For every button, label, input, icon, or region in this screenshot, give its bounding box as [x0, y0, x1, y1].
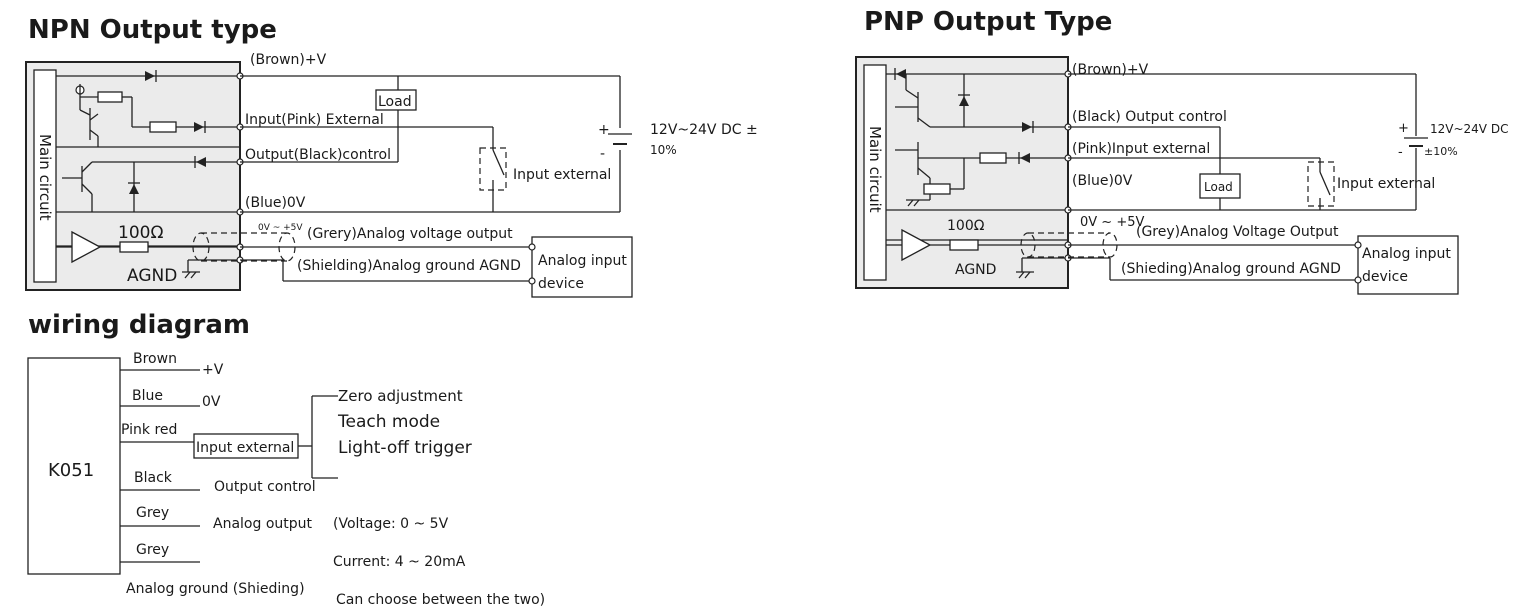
wiring-mode-zero: Zero adjustment	[338, 387, 463, 405]
pnp-shield-label: (Shieding)Analog ground AGND	[1121, 261, 1341, 277]
pnp-supply-label-1: 12V~24V DC	[1430, 122, 1508, 136]
npn-supply-minus: -	[600, 146, 605, 162]
pnp-sensor-body	[855, 56, 1069, 289]
npn-shield-label: (Shielding)Analog ground AGND	[297, 258, 521, 274]
pnp-grey-label: (Grey)Analog Voltage Output	[1136, 224, 1339, 240]
npn-title: NPN Output type	[28, 15, 277, 45]
pnp-agnd-label: AGND	[955, 262, 996, 278]
npn-transistor-input	[75, 84, 240, 147]
npn-resistor-label: 100Ω	[118, 223, 163, 243]
pnp-switch-blade	[1319, 171, 1331, 196]
npn-device-label-1: Analog input	[538, 253, 627, 269]
npn-transistor-output	[62, 156, 240, 212]
pnp-analog-amplifier: 100Ω AGND	[886, 218, 1068, 279]
pnp-main-circuit-bar	[863, 64, 887, 281]
wiring-section: wiring diagram K051 Brown Blue Pink red …	[27, 310, 545, 608]
pnp-transistor-input	[895, 142, 1068, 207]
pnp-range-label: 0V ~ +5V	[1080, 215, 1144, 230]
npn-grey-label: (Grery)Analog voltage output	[307, 226, 513, 242]
wiring-wire-grey-2: Grey	[136, 542, 169, 558]
npn-blue-label: (Blue)0V	[245, 195, 306, 211]
pnp-brown-label: (Brown)+V	[1072, 62, 1149, 78]
wiring-choose: Can choose between the two)	[336, 592, 545, 608]
wiring-voltage: (Voltage: 0 ~ 5V	[333, 516, 449, 532]
pnp-device-label-1: Analog input	[1362, 246, 1451, 262]
pnp-load-box	[1199, 173, 1241, 199]
npn-brown-label: (Brown)+V	[250, 52, 327, 68]
pnp-transistor-output	[895, 74, 1068, 133]
npn-section: NPN Output type Main circuit	[25, 15, 758, 298]
wiring-mode-lightoff: Light-off trigger	[338, 438, 472, 458]
pnp-supply-minus: -	[1398, 145, 1403, 160]
npn-supply-plus: +	[598, 122, 610, 138]
wiring-wire-grey-1: Grey	[136, 505, 169, 521]
pnp-supply-label-2: ±10%	[1424, 145, 1458, 158]
pnp-analog-device	[1357, 235, 1459, 295]
wiring-plus-v: +V	[202, 362, 224, 378]
npn-switch-label: Input external	[513, 167, 611, 183]
npn-range-label: 0V ~ +5V	[258, 223, 303, 233]
npn-main-circuit-bar	[33, 69, 57, 283]
npn-switch-blade	[492, 149, 505, 176]
wiring-output-control: Output control	[214, 479, 316, 495]
wiring-wire-pink: Pink red	[121, 422, 177, 438]
pnp-resistor-label: 100Ω	[947, 218, 985, 234]
npn-black-label: Output(Black)control	[245, 147, 391, 163]
wiring-zero-v: 0V	[202, 394, 221, 410]
npn-analog-device	[531, 236, 633, 298]
wiring-ground: Analog ground (Shieding)	[126, 581, 305, 597]
pnp-pink-label: (Pink)Input external	[1072, 141, 1210, 157]
pnp-supply-plus: +	[1398, 121, 1409, 136]
wiring-input-external: Input external	[196, 440, 294, 456]
npn-supply-label-1: 12V~24V DC ±	[650, 122, 758, 138]
pnp-section: PNP Output Type Main circuit	[855, 7, 1508, 295]
npn-load-label: Load	[378, 94, 412, 110]
npn-pink-label: Input(Pink) External	[245, 112, 384, 128]
pnp-switch-frame	[1307, 161, 1335, 207]
wiring-mode-teach: Teach mode	[337, 412, 440, 432]
wiring-current: Current: 4 ~ 20mA	[333, 554, 466, 570]
npn-analog-amplifier: 100Ω AGND	[56, 223, 240, 286]
npn-diode-brown	[145, 70, 157, 82]
wiring-title: wiring diagram	[28, 310, 250, 340]
npn-agnd-label: AGND	[127, 266, 177, 286]
wiring-model-label: K051	[48, 460, 94, 481]
npn-main-circuit-label: Main circuit	[36, 134, 54, 221]
npn-sensor-body	[25, 61, 241, 291]
wiring-wire-brown: Brown	[133, 351, 177, 367]
npn-supply-label-2: 10%	[650, 143, 677, 157]
pnp-device-label-2: device	[1362, 269, 1408, 285]
pnp-blue-label: (Blue)0V	[1072, 173, 1133, 189]
pnp-main-circuit-label: Main circuit	[866, 126, 884, 213]
wiring-wire-black: Black	[134, 470, 173, 486]
pnp-load-label: Load	[1204, 180, 1233, 194]
pnp-black-label: (Black) Output control	[1072, 109, 1227, 125]
pnp-title: PNP Output Type	[864, 7, 1112, 37]
wiring-wire-blue: Blue	[132, 388, 163, 404]
npn-switch-frame	[479, 147, 507, 191]
wiring-device-box	[27, 357, 121, 575]
npn-device-label-2: device	[538, 276, 584, 292]
wiring-input-external-box	[193, 433, 299, 459]
npn-load-box	[375, 89, 417, 111]
pnp-switch-label: Input external	[1337, 176, 1435, 192]
wiring-analog-output: Analog output	[213, 516, 313, 532]
